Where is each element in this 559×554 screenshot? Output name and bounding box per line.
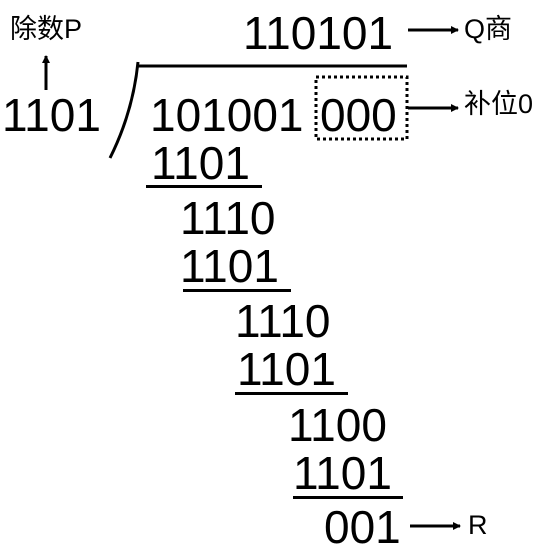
step-4-rule — [293, 496, 403, 499]
quotient-label: Q商 — [464, 14, 513, 44]
quotient-value: 110101 — [243, 7, 394, 59]
step-3-rule — [235, 392, 348, 395]
final-remainder: 001 — [324, 501, 401, 553]
step-4-subtrahend: 1101 — [293, 447, 392, 499]
step-4-remainder: 1100 — [288, 399, 387, 451]
remainder-label: R — [468, 510, 488, 540]
step-2-rule — [183, 289, 291, 292]
step-2-remainder: 1110 — [180, 192, 276, 244]
divisor-value: 1101 — [2, 89, 101, 141]
step-3-subtrahend: 1101 — [237, 343, 336, 395]
dividend-value: 101001 — [150, 89, 304, 141]
step-3-remainder: 1110 — [235, 295, 331, 347]
step-1-rule — [146, 185, 262, 188]
padding-label: 补位0 — [464, 89, 534, 119]
division-bracket-curve — [108, 61, 140, 159]
step-1-subtrahend: 1101 — [151, 137, 250, 189]
step-2-subtrahend: 1101 — [180, 240, 279, 292]
padding-box — [314, 75, 409, 141]
padding-zeros: 000 — [320, 89, 397, 141]
divisor-label: 除数P — [10, 14, 83, 44]
